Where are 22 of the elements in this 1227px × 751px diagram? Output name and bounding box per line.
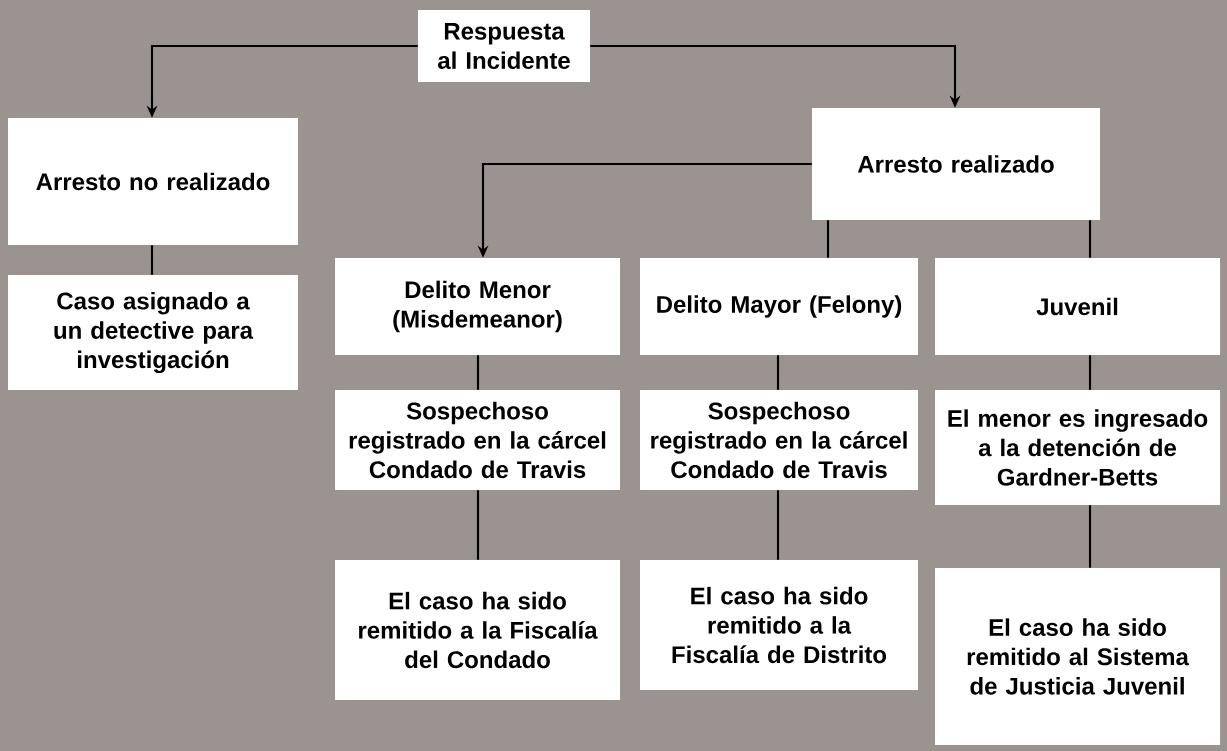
connector-line xyxy=(776,355,780,390)
step-box: El menor es ingresado a la detención de Gardner-Betts xyxy=(935,390,1221,505)
connector-line xyxy=(826,220,830,258)
step-box: Sospechoso registrado en la cárcel Condado de Travis xyxy=(640,390,918,490)
step-box: Caso asignado a un detective para investigación xyxy=(8,275,298,390)
step-box: Delito Mayor (Felony) xyxy=(640,257,918,356)
title-box: Respuesta al Incidente xyxy=(418,10,590,82)
connector-line xyxy=(476,355,480,390)
connector-line xyxy=(1088,220,1092,258)
step-box: El caso ha sido remitido a la Fiscalía del Condado xyxy=(334,560,621,700)
connector-line xyxy=(1088,355,1092,390)
step-box: Arresto no realizado xyxy=(8,118,298,245)
connector-line xyxy=(476,490,480,560)
connector-line xyxy=(776,490,780,560)
step-box: Sospechoso registrado en la cárcel Condado de Travis xyxy=(334,390,621,490)
connector-line xyxy=(150,245,154,275)
step-box: Arresto realizado xyxy=(812,108,1100,220)
step-box: Juvenil xyxy=(935,257,1221,356)
step-box: El caso ha sido remitido a la Fiscalía de Distrito xyxy=(640,560,918,690)
connector-line xyxy=(1088,505,1092,568)
step-box: El caso ha sido remitido al Sistema de Justicia Juvenil xyxy=(935,568,1221,746)
step-box: Delito Menor (Misdemeanor) xyxy=(334,257,621,356)
